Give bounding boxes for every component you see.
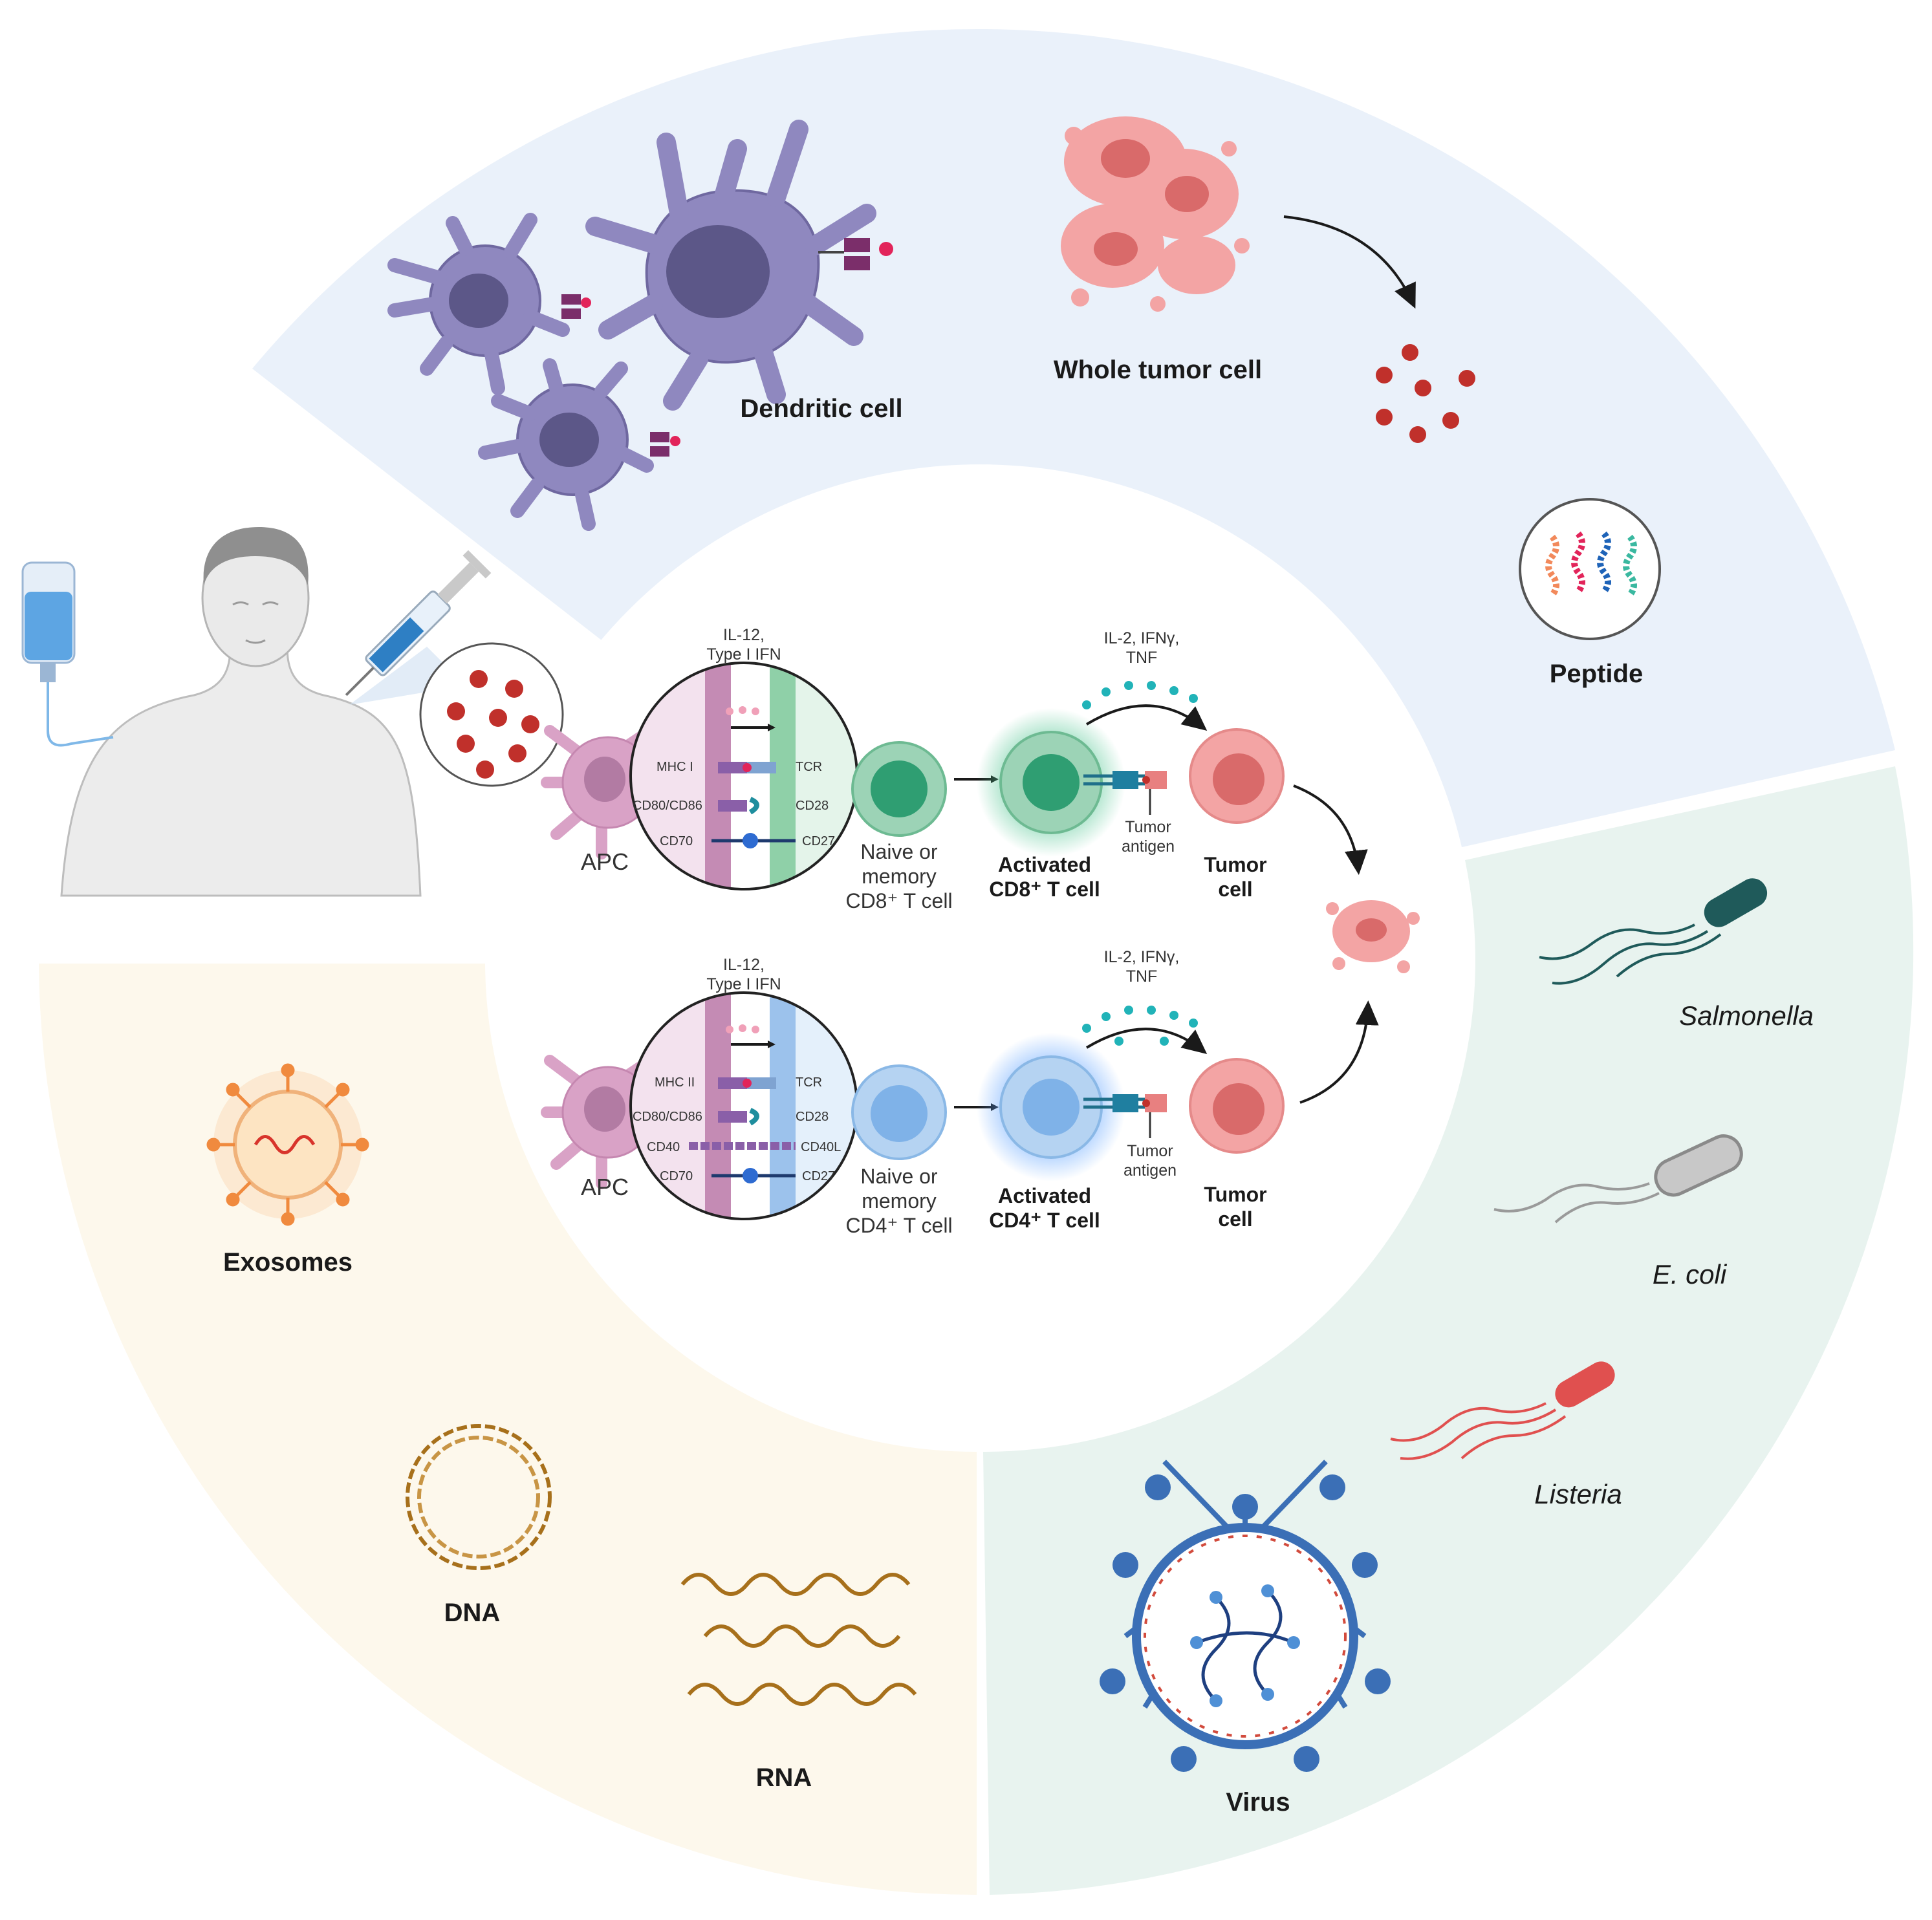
cd8-tcr-label: TCR xyxy=(796,760,822,774)
cd4-naive-line2: memory xyxy=(862,1189,937,1213)
syringe-icon xyxy=(345,550,492,696)
listeria-label: Listeria xyxy=(1534,1479,1622,1509)
cd8-naive-line2: memory xyxy=(862,865,937,888)
cd4-activated-line1: Activated xyxy=(998,1184,1091,1207)
cd8-apc-label: APC xyxy=(581,848,629,875)
cd4-cytokines-out-line2: TNF xyxy=(1126,967,1158,986)
cd4-apc-label: APC xyxy=(581,1174,629,1200)
cd8-cytokine-dots xyxy=(1082,681,1198,709)
cd4-cd70-label: CD70 xyxy=(660,1169,693,1183)
cd4-naive-line3: CD4⁺ T cell xyxy=(845,1214,952,1237)
cd8-activated-line2: CD8⁺ T cell xyxy=(989,878,1100,901)
patient-figure xyxy=(60,527,422,897)
cd8-cd27-label: CD27 xyxy=(802,834,835,848)
cd8-to-lysis-arrow xyxy=(1293,784,1368,875)
cd4-cd27-label: CD27 xyxy=(802,1169,835,1183)
peptide-icon xyxy=(1519,498,1661,640)
iv-bag-icon xyxy=(21,561,114,747)
salmonella-label: Salmonella xyxy=(1679,1000,1814,1031)
ecoli-label: E. coli xyxy=(1653,1259,1728,1289)
tumor-to-peptide-arrow xyxy=(1283,215,1416,309)
cd8-antigen-line1: Tumor xyxy=(1125,818,1171,836)
dna-label: DNA xyxy=(444,1599,501,1627)
cd4-tcr-label: TCR xyxy=(796,1075,822,1090)
dna-icon xyxy=(406,1424,552,1570)
cd4-cd40-label: CD40 xyxy=(647,1140,680,1154)
cd4-cytokines-in-line2: Type I IFN xyxy=(706,975,781,993)
cd8-tumor-line2: cell xyxy=(1218,878,1252,901)
dendritic-cells xyxy=(387,120,893,531)
cd8-cd80-label: CD80/CD86 xyxy=(633,799,702,813)
cd4-naive-t-cell xyxy=(851,1064,947,1160)
cd4-tumor-line1: Tumor xyxy=(1204,1183,1266,1206)
cd4-tumor-cell xyxy=(1189,1058,1285,1154)
cd4-tumor-line2: cell xyxy=(1218,1207,1252,1231)
exosome-icon xyxy=(206,1063,369,1226)
cd4-activated-line2: CD4⁺ T cell xyxy=(989,1209,1100,1232)
peptide-label: Peptide xyxy=(1550,660,1643,688)
cd4-cd80-label: CD80/CD86 xyxy=(633,1110,702,1124)
cd8-cytokines-in-line2: Type I IFN xyxy=(706,645,781,663)
whole-tumor-cell-cluster xyxy=(1061,116,1250,312)
cd8-naive-t-cell xyxy=(851,741,947,837)
cd8-tumor-line1: Tumor xyxy=(1204,853,1266,876)
peptide-particles xyxy=(1376,344,1475,443)
cd4-cytokines-out-line1: IL-2, IFNγ, xyxy=(1104,948,1180,966)
rna-icon xyxy=(680,1573,917,1706)
cd4-to-lysis-arrow xyxy=(1299,1000,1379,1104)
cd8-cytokine-arrow xyxy=(1085,704,1208,731)
cd8-cytokines-out-line2: TNF xyxy=(1126,649,1158,667)
cd8-cytokines-in-line1: IL-12, xyxy=(723,626,765,644)
rna-label: RNA xyxy=(756,1764,812,1792)
lysed-tumor-cell xyxy=(1326,900,1420,973)
dendritic-cell-large xyxy=(585,120,893,411)
cd8-activated-line1: Activated xyxy=(998,853,1091,876)
vaccine-particles-zoom xyxy=(349,642,564,787)
cd4-cytokines-in-line1: IL-12, xyxy=(723,956,765,974)
cd8-mhc-label: MHC I xyxy=(657,760,693,774)
cd4-cd40l-label: CD40L xyxy=(801,1140,841,1154)
exosomes-label: Exosomes xyxy=(223,1248,353,1277)
cd8-cd28-label: CD28 xyxy=(796,799,829,813)
cd8-activated-t-cell xyxy=(977,708,1167,857)
virus-icon xyxy=(1100,1460,1391,1772)
inner-white-disc xyxy=(485,466,1468,1449)
cd4-cd28-label: CD28 xyxy=(796,1110,829,1124)
cd4-mhc-label: MHC II xyxy=(655,1075,695,1090)
virus-label: Virus xyxy=(1226,1788,1290,1817)
patient-hair xyxy=(203,527,309,585)
cd8-naive-line1: Naive or xyxy=(860,840,938,863)
cd8-cd70-label: CD70 xyxy=(660,834,693,848)
cd4-cytokine-dots xyxy=(1082,1006,1198,1046)
cd4-antigen-line1: Tumor xyxy=(1127,1142,1173,1160)
cd4-activated-t-cell xyxy=(977,1033,1167,1181)
cd4-cytokine-arrow xyxy=(1085,1028,1208,1055)
dendritic-cell-small-bottom xyxy=(478,358,680,531)
outer-ring xyxy=(39,28,1914,1895)
ecoli-icon xyxy=(1493,1134,1743,1224)
cd8-tumor-cell xyxy=(1189,728,1285,824)
cd8-naive-line3: CD8⁺ T cell xyxy=(845,889,952,912)
dendritic-cell-label: Dendritic cell xyxy=(740,394,902,423)
listeria-icon xyxy=(1390,1361,1615,1460)
dendritic-cell-small-top xyxy=(387,213,591,395)
cd8-antigen-line2: antigen xyxy=(1122,837,1175,856)
cd4-antigen-line2: antigen xyxy=(1123,1161,1177,1180)
whole-tumor-cell-label: Whole tumor cell xyxy=(1054,356,1262,384)
patient-body xyxy=(60,639,422,897)
salmonella-icon xyxy=(1539,878,1768,985)
cd8-cytokines-out-line1: IL-2, IFNγ, xyxy=(1104,629,1180,647)
cd4-naive-line1: Naive or xyxy=(860,1165,938,1188)
